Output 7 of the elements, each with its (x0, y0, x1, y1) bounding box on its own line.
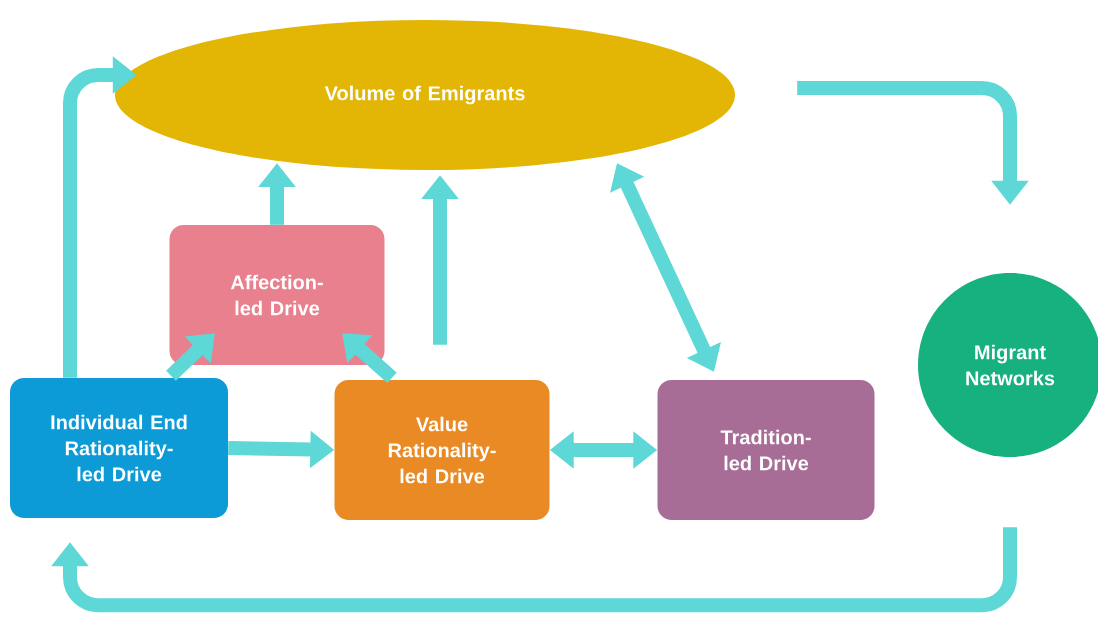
rounded-box: Value Rationality-led Drive (334, 380, 550, 520)
rounded-box: Individual End Rationality-led Drive (10, 378, 228, 518)
arrow (51, 527, 1017, 613)
arrow (166, 333, 215, 381)
rounded-box: Affection-led Drive (169, 225, 385, 365)
arrow (342, 333, 397, 384)
rounded-box: Tradition-led Drive (657, 380, 875, 520)
